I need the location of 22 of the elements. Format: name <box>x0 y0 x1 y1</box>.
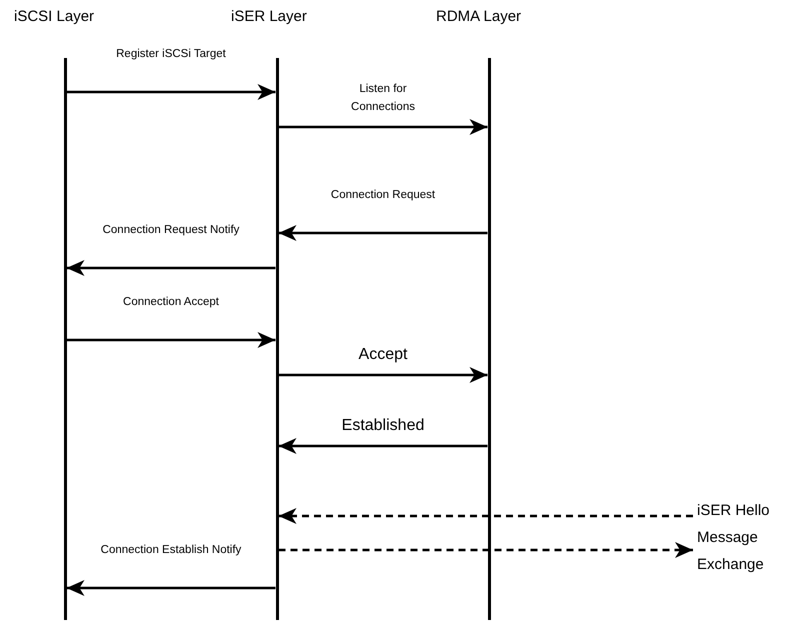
message-label: Connection Establish Notify <box>100 543 242 558</box>
dashed-arrow <box>278 508 693 524</box>
arrow <box>66 580 276 596</box>
arrow <box>278 225 488 241</box>
arrow <box>66 332 276 348</box>
dashed-arrow <box>278 542 693 558</box>
lifeline-label: iSCSI Layer <box>14 8 94 25</box>
message-label: Connection Request <box>330 188 436 203</box>
arrow <box>278 119 488 135</box>
message-label: Established <box>340 416 426 436</box>
message-label: Accept <box>358 345 408 365</box>
lifeline-label: RDMA Layer <box>436 8 522 25</box>
annotation-text: iSER Hello Message Exchange <box>697 497 777 578</box>
arrow <box>66 84 276 100</box>
lifeline-label: iSER Layer <box>231 8 307 25</box>
arrow <box>278 438 488 454</box>
arrow <box>66 260 276 276</box>
message-label: Listen for Connections <box>350 82 416 115</box>
message-label: Connection Accept <box>122 295 220 310</box>
arrow <box>278 367 488 383</box>
message-label: Connection Request Notify <box>102 223 240 238</box>
message-label: Register iSCSi Target <box>116 47 226 62</box>
